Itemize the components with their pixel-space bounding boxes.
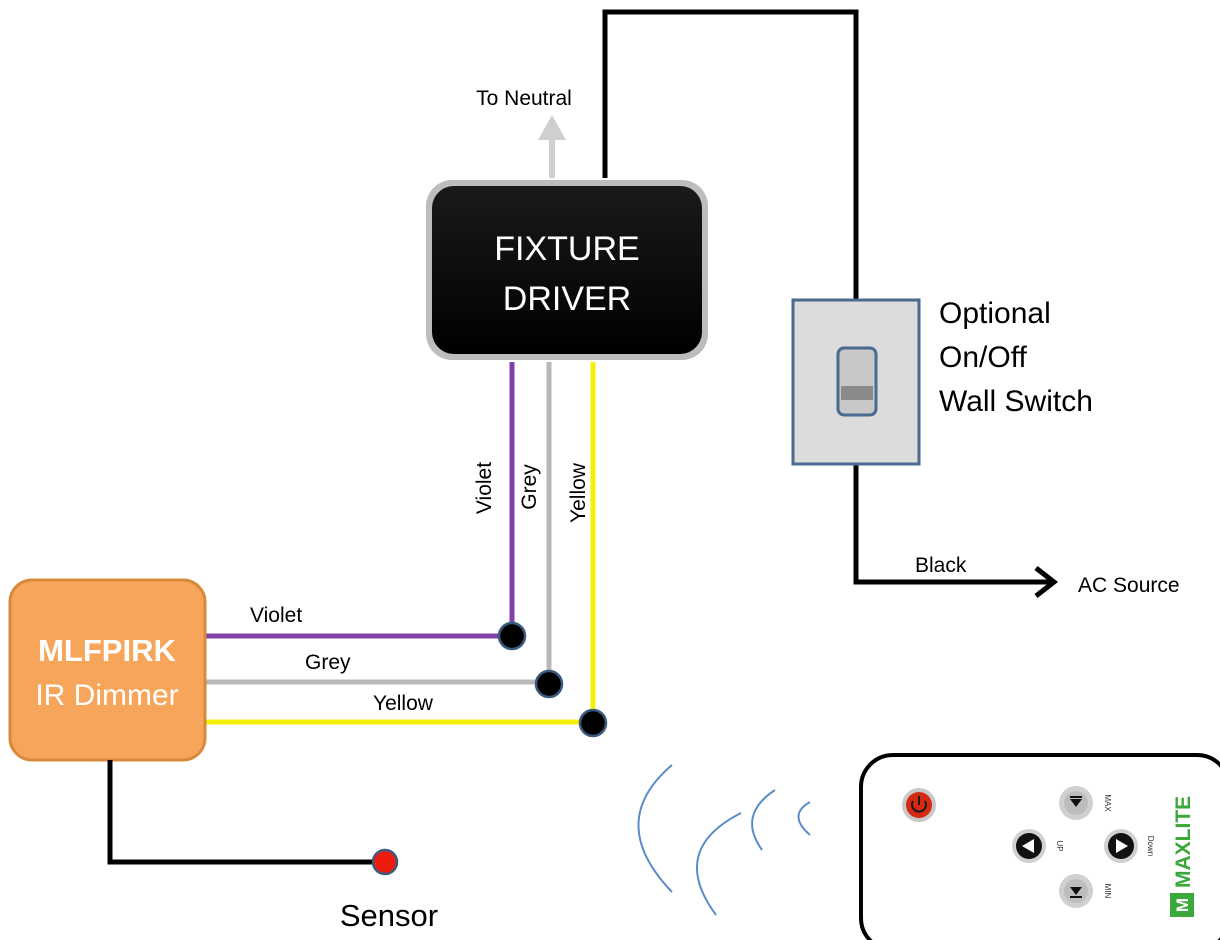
- switch-label-line1: Optional: [939, 297, 1051, 330]
- wall-switch: [791, 298, 921, 466]
- sensor-dot: [371, 848, 399, 876]
- black-wire: [602, 9, 859, 300]
- wire-junctions: [497, 621, 608, 738]
- neutral-label: To Neutral: [476, 87, 572, 110]
- violet-horizontal-label: Violet: [250, 604, 302, 627]
- remote-down-button[interactable]: [1104, 829, 1138, 863]
- ir-dimmer: MLFPIRK IR Dimmer: [8, 578, 207, 762]
- yellow-horizontal-label: Yellow: [373, 692, 434, 715]
- maxlite-brand-text: MAXLITE: [1172, 796, 1195, 888]
- sensor-label: Sensor: [340, 898, 438, 933]
- control-wires: [205, 362, 596, 725]
- neutral-arrow: [538, 115, 566, 178]
- switch-label-line3: Wall Switch: [939, 385, 1093, 418]
- ir-remote: MAX UP Down MIN M MAXLITE: [859, 753, 1220, 940]
- remote-max-label: MAX: [1103, 794, 1112, 812]
- switch-label-line2: On/Off: [939, 341, 1027, 374]
- maxlite-logo: M MAXLITE: [1170, 796, 1195, 917]
- grey-junction: [534, 669, 564, 699]
- remote-min-button[interactable]: [1059, 874, 1093, 908]
- remote-up-button[interactable]: [1012, 829, 1046, 863]
- ac-source-label: AC Source: [1078, 574, 1180, 597]
- violet-wire: [205, 362, 515, 639]
- black-wire-label: Black: [915, 554, 967, 577]
- black-wire-ac: [853, 465, 1050, 585]
- svg-text:M: M: [1173, 898, 1192, 912]
- remote-down-label: Down: [1146, 836, 1155, 856]
- dimmer-subtitle: IR Dimmer: [35, 679, 178, 712]
- fixture-driver-line2: DRIVER: [503, 280, 631, 318]
- remote-min-label: MIN: [1103, 884, 1112, 899]
- remote-up-label: UP: [1055, 840, 1064, 851]
- yellow-vertical-label: Yellow: [567, 462, 590, 523]
- ac-arrow-head: [1034, 566, 1059, 598]
- fixture-driver: FIXTURE DRIVER: [426, 180, 708, 360]
- ir-signal-waves: [637, 764, 811, 916]
- violet-junction: [497, 621, 527, 651]
- yellow-junction: [578, 708, 608, 738]
- fixture-driver-line1: FIXTURE: [494, 230, 639, 268]
- sensor-wire: [107, 760, 374, 865]
- grey-vertical-label: Grey: [518, 464, 541, 510]
- remote-power-button[interactable]: [902, 788, 936, 822]
- remote-max-button[interactable]: [1059, 786, 1093, 820]
- dimmer-name: MLFPIRK: [38, 633, 176, 668]
- switch-toggle: [836, 346, 878, 417]
- violet-vertical-label: Violet: [473, 462, 496, 514]
- grey-horizontal-label: Grey: [305, 651, 351, 674]
- yellow-wire: [205, 362, 596, 725]
